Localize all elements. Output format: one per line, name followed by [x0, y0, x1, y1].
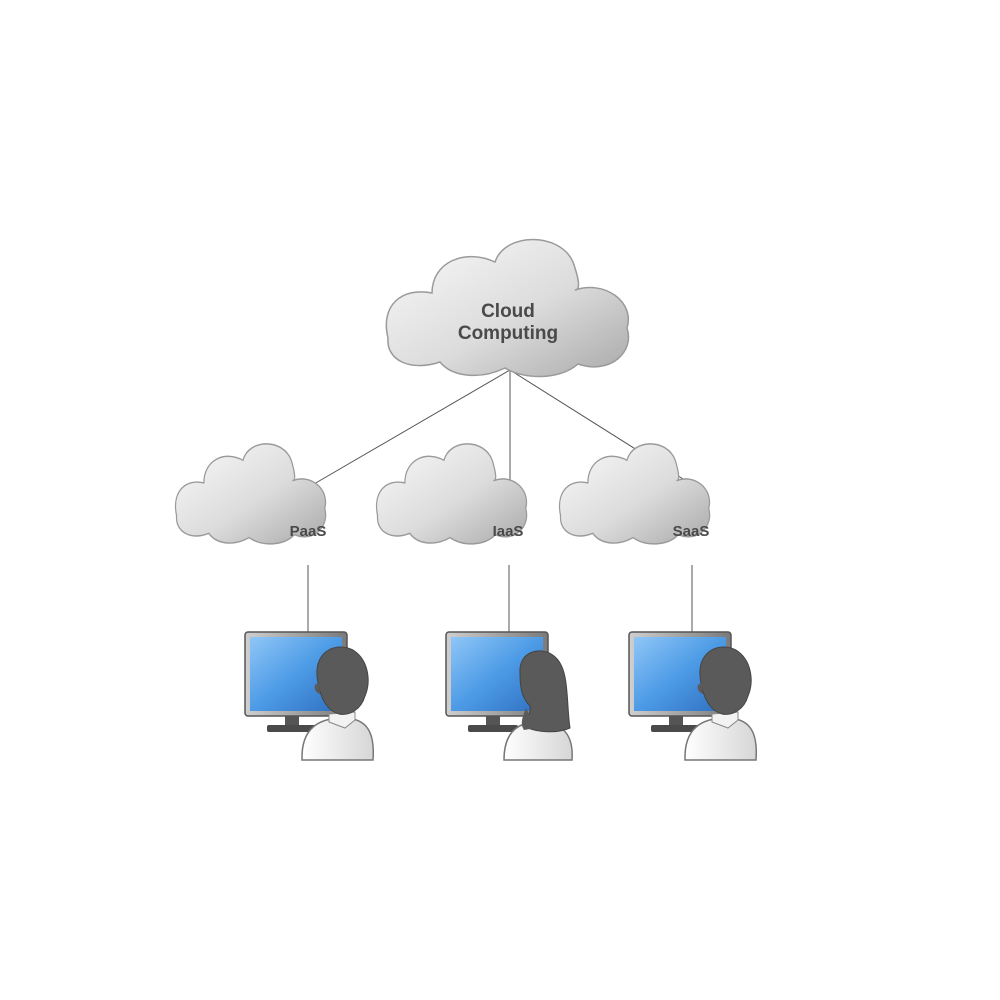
user-icon	[684, 646, 758, 761]
root-cloud: Cloud Computing	[385, 238, 630, 378]
user-icon	[301, 646, 375, 761]
workstation-iaas	[445, 631, 573, 761]
root-cloud-label-line1: Cloud	[481, 301, 535, 322]
connector-root-paas	[313, 369, 511, 485]
workstation-saas	[628, 631, 758, 761]
child-cloud-label-saas: SaaS	[673, 523, 710, 540]
connector-lines	[307, 369, 693, 640]
root-cloud-label-line2: Computing	[458, 323, 558, 344]
workstation-paas	[244, 631, 375, 761]
user-icon	[503, 650, 573, 761]
child-cloud-label-paas: PaaS	[290, 523, 327, 540]
child-cloud-label-iaas: IaaS	[493, 523, 524, 540]
